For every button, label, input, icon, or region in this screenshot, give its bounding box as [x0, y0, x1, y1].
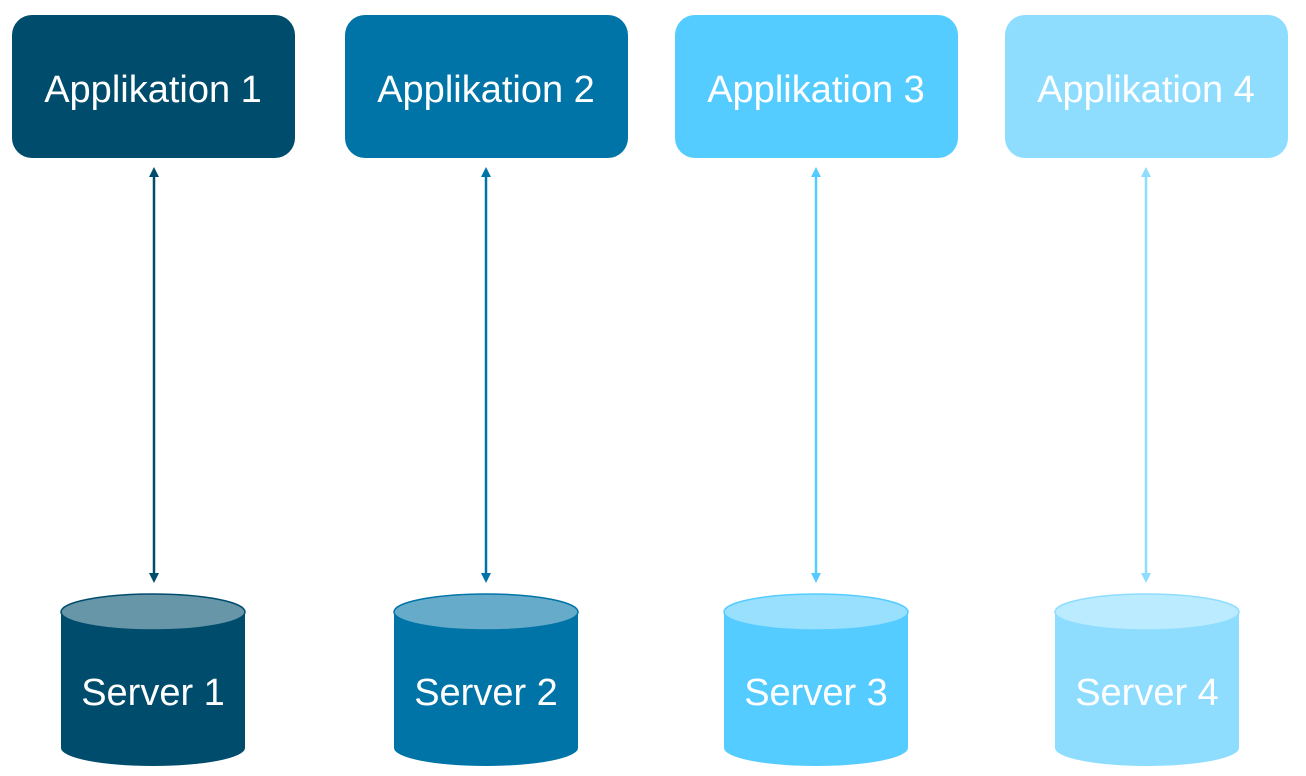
server-top-4	[1054, 593, 1240, 631]
server-top-2	[393, 593, 579, 631]
server-body-4	[1055, 612, 1239, 766]
application-box-1[interactable]	[12, 15, 295, 158]
application-box-4[interactable]	[1005, 15, 1288, 158]
server-label-3: Server 3	[744, 672, 888, 714]
server-cylinder-2[interactable]	[393, 593, 579, 766]
server-body-3	[724, 612, 908, 766]
application-label-3: Applikation 3	[707, 69, 925, 111]
server-top-1	[60, 593, 246, 631]
application-label-2: Applikation 2	[377, 69, 595, 111]
server-top-3	[723, 593, 909, 631]
server-cylinder-4[interactable]	[1054, 593, 1240, 766]
server-cylinder-3[interactable]	[723, 593, 909, 766]
application-label-1: Applikation 1	[44, 69, 262, 111]
column-3: Applikation 3 Server 3	[675, 15, 958, 766]
server-label-2: Server 2	[414, 672, 558, 714]
column-4: Applikation 4 Server 4	[1005, 15, 1288, 766]
server-cylinder-1[interactable]	[60, 593, 246, 766]
server-label-4: Server 4	[1075, 672, 1219, 714]
server-body-1	[61, 612, 245, 766]
server-label-1: Server 1	[81, 672, 225, 714]
column-1: Applikation 1 Server 1	[12, 15, 295, 766]
application-label-4: Applikation 4	[1037, 69, 1255, 111]
application-box-2[interactable]	[345, 15, 628, 158]
server-body-2	[394, 612, 578, 766]
column-2: Applikation 2 Server 2	[345, 15, 628, 766]
application-box-3[interactable]	[675, 15, 958, 158]
